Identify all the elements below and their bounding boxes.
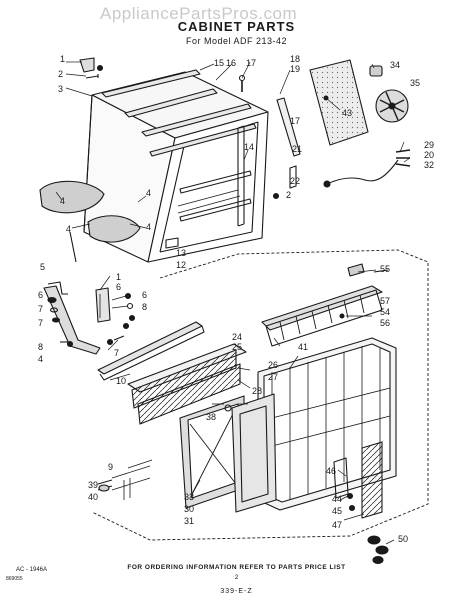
- callout-1b: 1: [116, 272, 121, 282]
- watermark: AppliancePartsPros.com: [100, 4, 298, 23]
- callout-39: 39: [88, 480, 98, 490]
- clip-13: [165, 237, 179, 249]
- figure-reference: AC - 1946A: [16, 567, 48, 573]
- callout-4c: 4: [146, 188, 151, 198]
- callout-7c: 7: [114, 348, 119, 358]
- callout-38: 38: [206, 412, 216, 422]
- ordering-note: FOR ORDERING INFORMATION REFER TO PARTS …: [127, 564, 346, 571]
- callout-18: 18: [290, 54, 300, 64]
- leader-lines: [55, 61, 411, 545]
- callout-5: 5: [40, 262, 45, 272]
- callout-34: 34: [390, 60, 400, 70]
- callout-21: 21: [292, 144, 302, 154]
- callout-24: 24: [232, 332, 242, 342]
- screw-2: [85, 74, 99, 79]
- cabinet-rail-mid: [141, 103, 257, 157]
- callout-26: 26: [268, 360, 278, 370]
- callout-14: 14: [244, 142, 254, 152]
- cabinet-bracket: [237, 125, 245, 227]
- callout-25: 25: [232, 342, 242, 352]
- callout-43: 43: [342, 108, 352, 118]
- callout-17: 17: [246, 58, 256, 68]
- screw-17: [238, 74, 246, 92]
- callout-47: 47: [332, 520, 342, 530]
- callout-9: 9: [108, 462, 113, 472]
- cabinet-rail-low: [177, 170, 252, 222]
- screws-6-8: [106, 292, 136, 346]
- filter-frame-28-33: [179, 395, 245, 509]
- louver-assembly-55-57: [261, 263, 389, 347]
- callout-22: 22: [290, 176, 300, 186]
- callout-32: 32: [424, 160, 434, 170]
- callout-13: 13: [176, 248, 186, 258]
- callout-12: 12: [176, 260, 186, 270]
- bracket-1b: [95, 287, 111, 323]
- callout-17b: 17: [290, 116, 300, 126]
- fan-blade-35: [375, 89, 409, 123]
- callout-19: 19: [290, 64, 300, 74]
- callout-54: 54: [380, 307, 390, 317]
- callout-50: 50: [398, 534, 408, 544]
- callout-16: 16: [226, 58, 236, 68]
- callout-4d: 4: [146, 222, 151, 232]
- sheet-reference: 339-E-Z: [220, 588, 253, 595]
- base-pan-left: [39, 180, 141, 263]
- callout-6b: 6: [116, 282, 121, 292]
- callout-labels: 1 2 3 15 16 17 18 19 17 14 21 22 2 34 35…: [38, 54, 434, 544]
- part-34: [369, 65, 383, 77]
- power-cord: [323, 149, 411, 188]
- front-panel-outline: [91, 249, 429, 541]
- page-title: CABINET PARTS: [177, 19, 296, 34]
- callout-15: 15: [214, 58, 224, 68]
- callout-20: 20: [424, 150, 434, 160]
- bracket-1: [79, 57, 104, 73]
- callout-44: 44: [332, 494, 342, 504]
- callout-7b: 7: [38, 318, 43, 328]
- callout-55: 55: [380, 264, 390, 274]
- catalog-code: 869055: [6, 576, 23, 582]
- callout-10: 10: [116, 376, 126, 386]
- panel-30-31: [231, 393, 277, 513]
- callout-29: 29: [424, 140, 434, 150]
- callout-40: 40: [88, 492, 98, 502]
- model-subtitle: For Model ADF 213-42: [185, 36, 288, 46]
- page-number: 2: [234, 574, 239, 581]
- callout-4b: 4: [66, 224, 71, 234]
- callout-56: 56: [380, 318, 390, 328]
- rail-17-19: [276, 97, 301, 189]
- small-parts-38: [212, 403, 232, 412]
- washers-6-7: [47, 296, 74, 348]
- callout-8b: 8: [142, 302, 147, 312]
- sill-rail-10: [97, 321, 205, 381]
- callout-7a: 7: [38, 304, 43, 314]
- callout-6a: 6: [38, 290, 43, 300]
- callout-57: 57: [380, 296, 390, 306]
- callout-45: 45: [332, 506, 342, 516]
- callout-28: 28: [252, 386, 262, 396]
- callout-35: 35: [410, 78, 420, 88]
- callout-1: 1: [60, 54, 65, 64]
- callout-30: 30: [184, 504, 194, 514]
- callout-4e: 4: [38, 354, 43, 364]
- screw-2b: [272, 192, 280, 200]
- callout-27: 27: [268, 372, 278, 382]
- callout-6c: 6: [142, 290, 147, 300]
- callout-46: 46: [326, 466, 336, 476]
- filter-24-27: [127, 343, 247, 425]
- callout-3: 3: [58, 84, 63, 94]
- hinge-44-45: [346, 492, 356, 512]
- callout-31: 31: [184, 516, 194, 526]
- callout-33: 33: [184, 492, 194, 502]
- callout-4a: 4: [60, 196, 65, 206]
- panel-47: [361, 441, 383, 519]
- knobs-50: [367, 535, 389, 565]
- callout-41: 41: [298, 342, 308, 352]
- callout-2b: 2: [286, 190, 291, 200]
- side-panel-43: [309, 59, 369, 146]
- cabinet-rail-top: [101, 69, 218, 118]
- callout-2: 2: [58, 69, 63, 79]
- callout-8a: 8: [38, 342, 43, 352]
- screws-39-40: [97, 465, 151, 500]
